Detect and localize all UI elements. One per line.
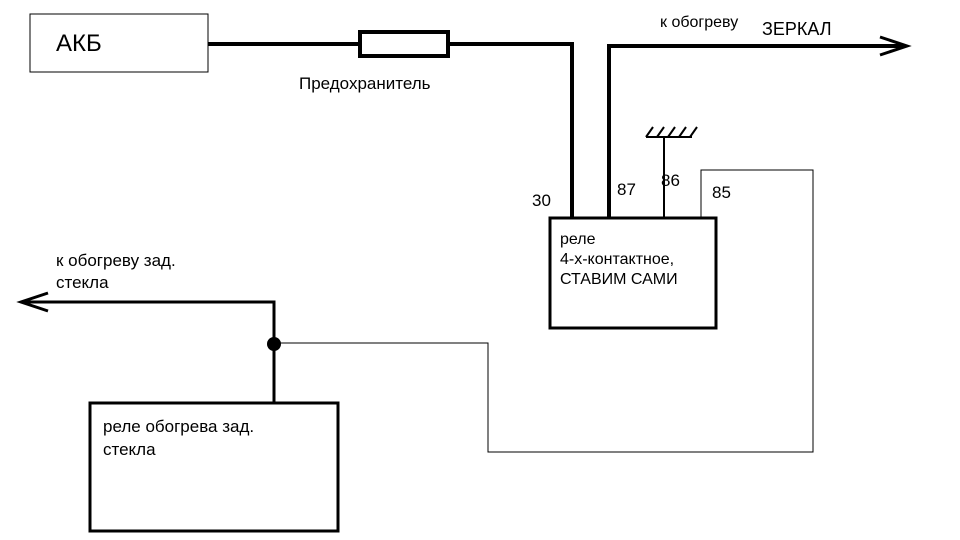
wire-rear-window-output [22,300,276,403]
arrow-mirrors-icon [879,35,912,57]
rear-window-relay-line: реле обогрева зад. [103,417,255,436]
wire-fuse-to-pin30 [448,42,574,218]
relay-4pin-line: 4-х-контактное, [560,251,675,268]
junction-dot [267,337,281,351]
ground-icon [645,126,698,138]
mirrors-output-prefix: к обогреву [660,14,739,31]
relay-pin-87-label: 87 [617,180,636,199]
relay-4pin-line: СТАВИМ САМИ [560,271,678,288]
rear-window-output-label: к обогреву зад. стекла [56,250,176,294]
rear-window-output-line: к обогреву зад. [56,251,176,270]
relay-pin-86-label: 86 [661,171,680,190]
rear-window-relay-box [88,401,340,533]
fuse-symbol [358,30,450,58]
mirrors-output-word: ЗЕРКАЛ [762,19,832,39]
relay-4pin-box [548,216,718,330]
relay-4pin-label: реле 4-х-контактное, СТАВИМ САМИ [560,230,678,290]
arrow-rear-window-icon [16,291,49,313]
rear-window-relay-line: стекла [103,440,156,459]
wire-pin85-control [276,169,814,453]
fuse-label: Предохранитель [299,74,431,93]
battery-label: АКБ [56,30,102,57]
rear-window-relay-label: реле обогрева зад. стекла [103,415,254,461]
relay-pin-85-label: 85 [712,183,731,202]
relay-4pin-line: реле [560,231,596,248]
relay-pin-30-label: 30 [532,191,551,210]
rear-window-output-line: стекла [56,273,109,292]
wire-pin87-to-mirrors [607,44,905,218]
